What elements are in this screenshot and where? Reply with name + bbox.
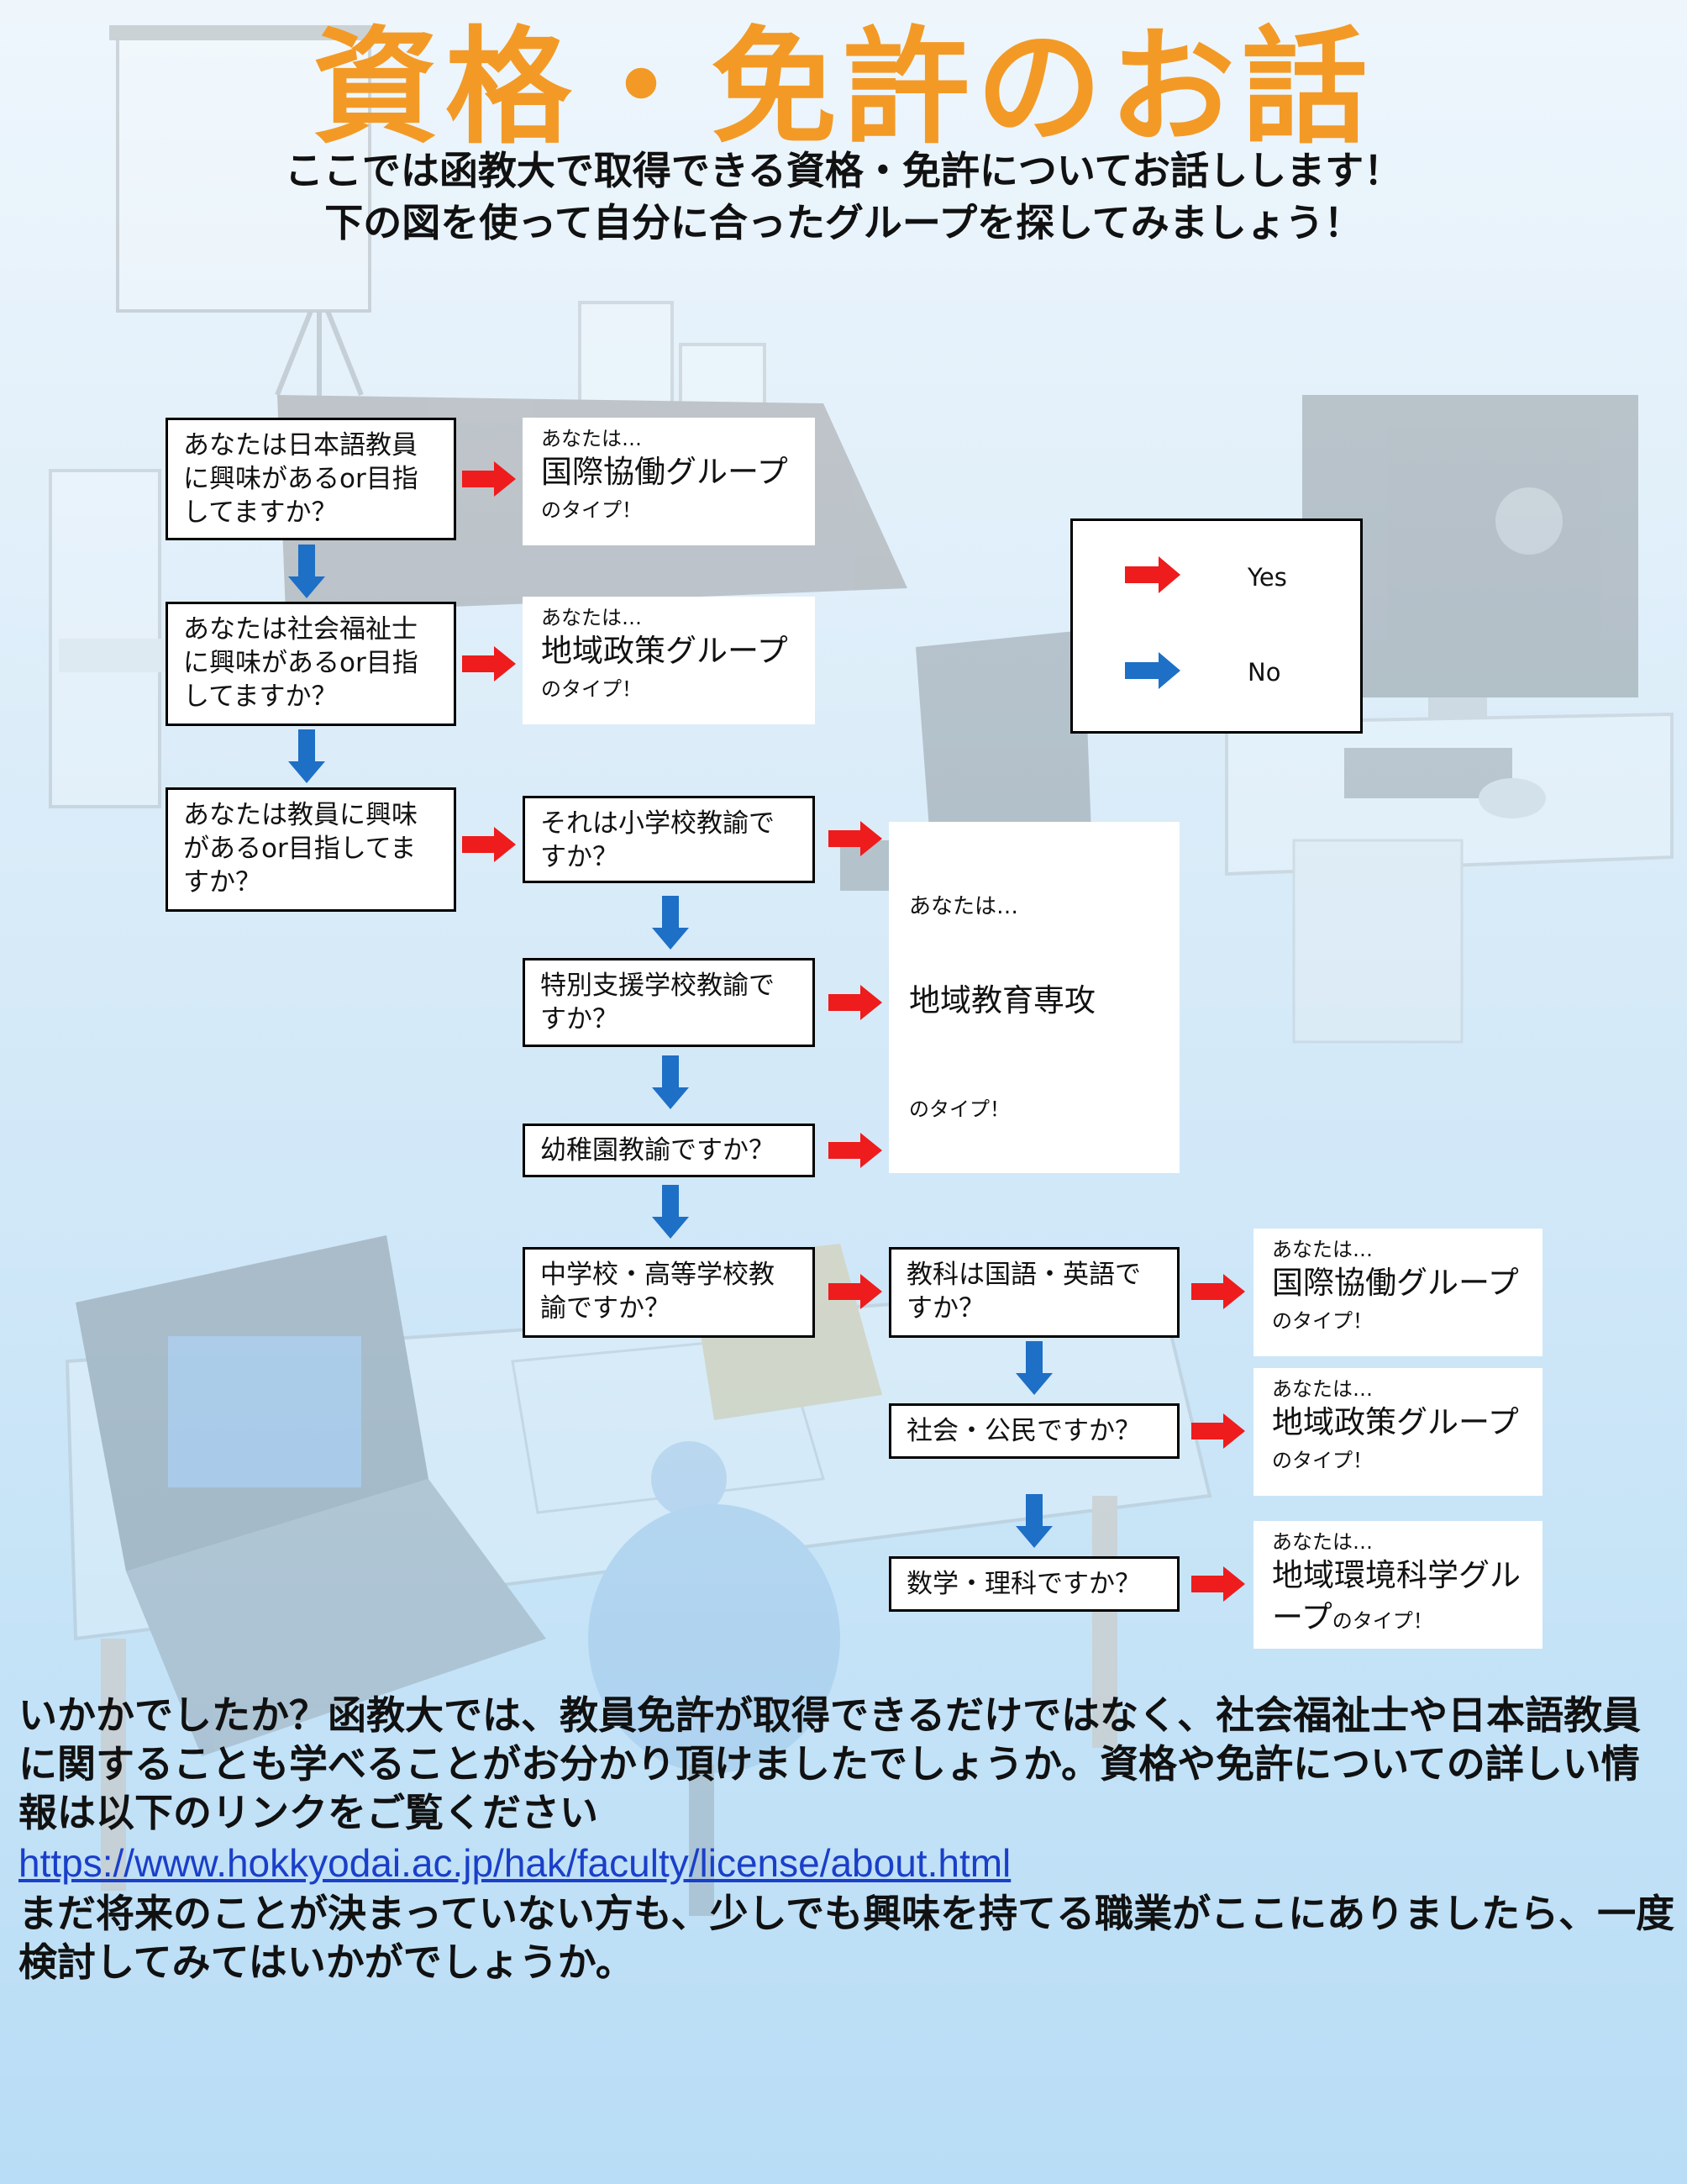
result-prefix: あなたは…	[1272, 1377, 1373, 1401]
no-arrow-icon	[652, 1055, 689, 1109]
question-kindergarten-teacher: 幼稚園教諭ですか？	[523, 1124, 815, 1177]
result-suffix: のタイプ！	[541, 677, 642, 701]
question-japanese-english-subject: 教科は国語・英語ですか？	[889, 1247, 1180, 1338]
result-group-name: 地域政策グループ	[1272, 1404, 1519, 1440]
yes-arrow-icon	[462, 461, 516, 497]
yes-arrow-icon	[1191, 1566, 1245, 1602]
result-suffix: のタイプ！	[1272, 1449, 1373, 1472]
result-group-name: 地域環境科学グループ	[1272, 1557, 1521, 1635]
no-arrow-icon	[652, 1185, 689, 1239]
footer-paragraph-2: まだ将来のことが決まっていない方も、少しでも興味を持てる職業がここにありましたら…	[18, 1891, 1675, 1985]
question-math-science-subject: 数学・理科ですか？	[889, 1556, 1180, 1612]
result-suffix: のタイプ！	[909, 1097, 1010, 1121]
question-japanese-teacher: あなたは日本語教員に興味があるor目指してますか？	[166, 418, 456, 540]
subtitle-line-1: ここでは函教大で取得できる資格・免許についてお話しします！	[284, 148, 1403, 193]
yes-arrow-icon	[828, 1133, 882, 1168]
question-social-civics-subject: 社会・公民ですか？	[889, 1403, 1180, 1459]
legend-box: Yes No	[1070, 518, 1363, 734]
subtitle-line-2: 下の図を使って自分に合ったグループを探してみましょう！	[324, 200, 1363, 245]
question-special-support-teacher: 特別支援学校教諭ですか？	[523, 958, 815, 1047]
footer-paragraph-1: いかかでしたか？函教大では、教員免許が取得できるだけではなく、社会福祉士や日本語…	[18, 1692, 1642, 1835]
yes-arrow-icon	[828, 985, 882, 1020]
result-suffix: のタイプ！	[1272, 1309, 1373, 1333]
result-prefix: あなたは…	[541, 427, 642, 450]
yes-arrow-icon	[828, 821, 882, 856]
result-prefix: あなたは…	[541, 606, 642, 629]
yes-arrow-icon	[462, 646, 516, 682]
result-prefix: あなたは…	[909, 894, 1019, 919]
yes-arrow-icon	[462, 827, 516, 862]
footer-text: いかかでしたか？函教大では、教員免許が取得できるだけではなく、社会福祉士や日本語…	[18, 1691, 1675, 1987]
result-environmental-science-group: あなたは… 地域環境科学グループのタイプ！	[1253, 1521, 1542, 1649]
result-prefix: あなたは…	[1272, 1238, 1373, 1261]
yes-arrow-icon	[1191, 1274, 1245, 1309]
result-international-group-2: あなたは… 国際協働グループのタイプ！	[1253, 1229, 1542, 1356]
result-international-group-1: あなたは… 国際協働グループのタイプ！	[523, 418, 815, 545]
yes-arrow-icon	[828, 1274, 882, 1309]
yes-arrow-icon	[1125, 556, 1180, 593]
license-info-link[interactable]: https://www.hokkyodai.ac.jp/hak/faculty/…	[18, 1841, 1012, 1885]
yes-arrow-icon	[1191, 1413, 1245, 1449]
no-arrow-icon	[652, 896, 689, 950]
no-arrow-icon	[1125, 652, 1180, 689]
no-arrow-icon	[288, 545, 325, 598]
result-regional-policy-group-2: あなたは… 地域政策グループのタイプ！	[1253, 1368, 1542, 1496]
legend-yes-label: Yes	[1248, 563, 1287, 592]
result-regional-education-major: あなたは… 地域教育専攻 のタイプ！	[889, 822, 1180, 1173]
result-group-name: 地域政策グループ	[541, 633, 788, 669]
page-subtitle: ここでは函教大で取得できる資格・免許についてお話しします！ 下の図を使って自分に…	[0, 145, 1687, 249]
question-elementary-teacher: それは小学校教諭ですか？	[523, 796, 815, 883]
legend-no-label: No	[1248, 658, 1281, 687]
result-suffix: のタイプ！	[1332, 1609, 1433, 1633]
result-regional-policy-group-1: あなたは… 地域政策グループのタイプ！	[523, 597, 815, 724]
no-arrow-icon	[288, 729, 325, 783]
question-junior-high-teacher: 中学校・高等学校教諭ですか？	[523, 1247, 815, 1338]
result-group-name: 国際協働グループ	[1272, 1265, 1519, 1301]
no-arrow-icon	[1016, 1494, 1053, 1548]
result-prefix: あなたは…	[1272, 1530, 1373, 1554]
result-group-name: 地域教育専攻	[909, 982, 1096, 1018]
page-title: 資格・免許のお話	[312, 15, 1374, 161]
no-arrow-icon	[1016, 1341, 1053, 1395]
result-group-name: 国際協働グループ	[541, 454, 788, 490]
question-teacher: あなたは教員に興味があるor目指してますか？	[166, 787, 456, 912]
result-suffix: のタイプ！	[541, 498, 642, 522]
question-social-worker: あなたは社会福祉士に興味があるor目指してますか？	[166, 602, 456, 726]
